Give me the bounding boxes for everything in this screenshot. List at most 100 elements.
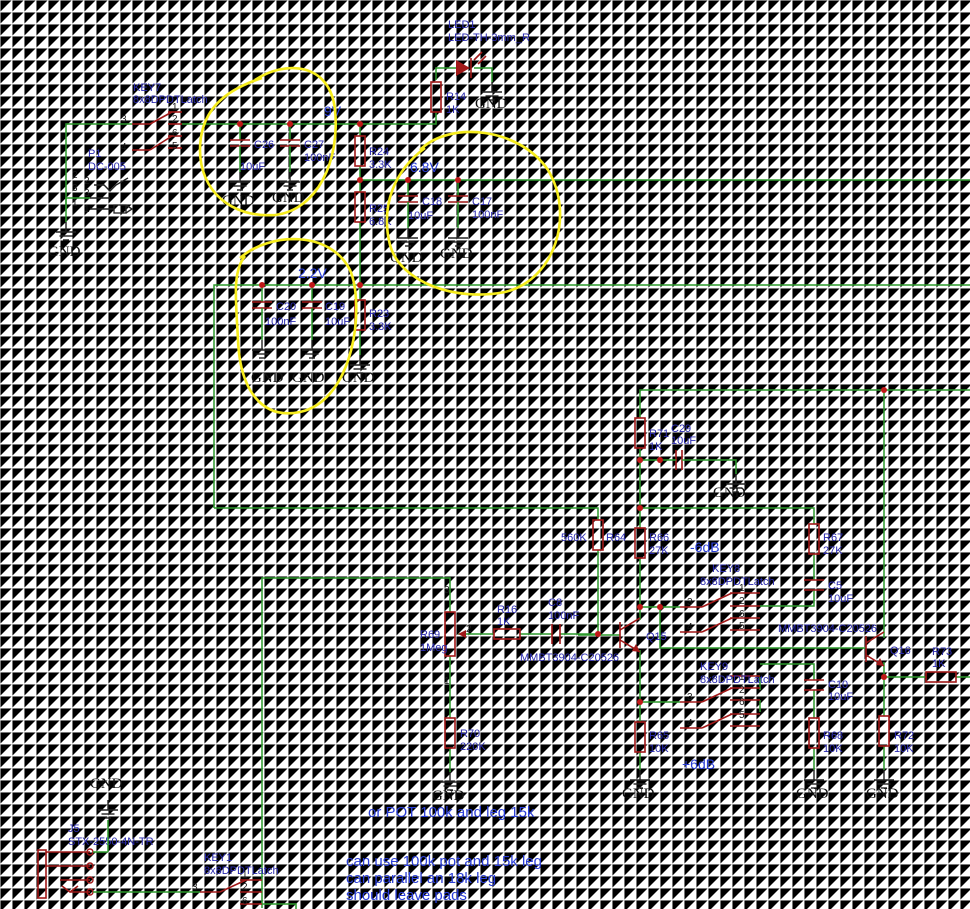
svg-text:2: 2	[739, 596, 745, 607]
r66-value: 27K	[649, 545, 669, 557]
svg-text:2: 2	[466, 624, 472, 635]
r69-ref: R69	[420, 629, 440, 641]
svg-text:6: 6	[242, 896, 248, 907]
key7-ref: KEY7	[133, 82, 161, 94]
svg-text:2: 2	[242, 882, 248, 893]
p1-value: DC-005	[88, 161, 126, 173]
c26-value: 10uF	[240, 161, 265, 173]
capacitor-c19: C19 10uF GND	[292, 285, 350, 386]
q16-value: MMBT3904-C20526	[778, 623, 877, 635]
led1-ref: LED1	[448, 19, 476, 31]
svg-text:1: 1	[739, 672, 745, 683]
switch-key7: 3 4 1 2 6 5 KEY7 8x8DPDTLatch	[121, 82, 208, 153]
j5-value: STX-2550-4N-TR	[68, 836, 154, 848]
c26-ref: C26	[254, 139, 274, 151]
c20-value: 100nF	[265, 316, 296, 328]
svg-text:2: 2	[739, 685, 745, 696]
r16-ref: R16	[497, 604, 517, 616]
gnd-label-r65: GND	[622, 786, 655, 802]
resistor-r72: R72 10K GND	[866, 715, 914, 802]
r65-value: 10K	[649, 743, 669, 755]
svg-text:4: 4	[687, 718, 693, 729]
c19-ref: C19	[325, 301, 345, 313]
gnd-label-j5: GND	[90, 776, 123, 792]
resistor-r23: R23 3.3K GND	[342, 299, 392, 386]
transistor-q16: Q16 MMBT3904-C20526	[778, 623, 911, 667]
r68-value: 10K	[823, 743, 843, 755]
c29-ref: C29	[671, 423, 691, 435]
led1-value: LED-TH-3mm_R	[448, 32, 530, 44]
switch-key1: 3 1 2 6 KEY1 8x8DPDTLatch	[192, 852, 279, 907]
c10-ref: C10	[828, 679, 848, 691]
r23-ref: R23	[369, 308, 389, 320]
resistor-r64: 560K R64	[561, 519, 626, 551]
resistor-r68: R68 10K GND	[796, 717, 843, 802]
svg-text:6: 6	[739, 609, 745, 620]
r69-value: 1Meg	[420, 642, 448, 654]
svg-text:3: 3	[192, 882, 198, 893]
svg-text:4: 4	[121, 142, 127, 153]
svg-text:1: 1	[72, 198, 78, 209]
r14-value: 1K	[446, 104, 460, 116]
capacitor-c29: C29 10uF GND	[660, 423, 747, 501]
note-line-1: can use 100k pot and 15k leg	[346, 853, 542, 870]
resistor-r14: R14 1K	[430, 81, 466, 116]
r73-value: 1K	[932, 658, 946, 670]
svg-text:5: 5	[172, 141, 178, 152]
capacitor-c20: C20 100nF GND	[251, 285, 296, 386]
svg-text:3: 3	[121, 114, 127, 125]
svg-text:3: 3	[687, 597, 693, 608]
r25-ref: R25	[369, 203, 389, 215]
r73-ref: R73	[932, 646, 952, 658]
gnd-label-r23: GND	[342, 370, 375, 386]
gnd-label-c27: GND	[272, 190, 305, 206]
svg-text:1: 1	[242, 870, 248, 881]
input-jack-section: GND J5 STX-2550-4N-TR 3 1 2 6 KEY1 8x8DP…	[37, 776, 297, 909]
c17-value: 100nF	[472, 209, 503, 221]
svg-text:2: 2	[172, 114, 178, 125]
c8-ref: C8	[548, 597, 562, 609]
led-led1: LED1 LED-TH-3mm_R GND	[448, 19, 530, 112]
j5-ref: J5	[68, 823, 80, 835]
svg-text:6: 6	[172, 128, 178, 139]
svg-text:1: 1	[739, 583, 745, 594]
r24-ref: R24	[369, 146, 389, 158]
svg-text:4: 4	[687, 622, 693, 633]
key9-ref: KEY9	[700, 661, 728, 673]
r66-ref: R66	[649, 532, 669, 544]
resistor-r71: R71 1K	[634, 417, 669, 453]
voltage-label-2v2: 2.2V	[298, 265, 327, 281]
r65-ref: R65	[649, 730, 669, 742]
key7-value: 8x8DPDTLatch	[133, 94, 208, 106]
key1-ref: KEY1	[204, 852, 232, 864]
svg-text:5: 5	[739, 621, 745, 632]
r71-value: 1K	[649, 441, 663, 453]
c27-ref: C27	[304, 139, 324, 151]
svg-text:2: 2	[84, 176, 90, 187]
c18-ref: C18	[422, 196, 442, 208]
capacitor-c17: C17 100nF GND	[440, 180, 503, 262]
note-pot: or POT 100k and leg 15k	[368, 804, 535, 821]
gnd-label-p1: GND	[48, 244, 81, 260]
gain-label-plus6db: +6dB	[682, 756, 715, 772]
design-notes: or POT 100k and leg 15k can use 100k pot…	[346, 804, 542, 904]
potentiometer-r69: 3 2 1 R69 1Meg	[420, 585, 472, 687]
r72-ref: R72	[894, 730, 914, 742]
svg-text:6: 6	[739, 697, 745, 708]
transistor-q15: Q15 MMBT3904-C20526	[520, 617, 667, 664]
r23-value: 3.3K	[369, 321, 392, 333]
note-line-3: should leave pads	[346, 887, 467, 904]
r70-ref: R70	[460, 728, 480, 740]
key8-value: 8x8DPDTLatch	[700, 576, 775, 588]
resistor-r66: R66 27K	[634, 527, 669, 559]
resistor-r73: R73 1K	[925, 646, 957, 683]
r24-value: 3.3K	[369, 159, 392, 171]
svg-text:3: 3	[444, 585, 450, 596]
highlight-annotations	[198, 66, 562, 415]
key1-value: 8x8DPDTLatch	[204, 865, 279, 877]
p1-ref: P1	[88, 148, 101, 160]
c10-value: 10uF	[828, 691, 853, 703]
q15-value: MMBT3904-C20526	[520, 652, 619, 664]
